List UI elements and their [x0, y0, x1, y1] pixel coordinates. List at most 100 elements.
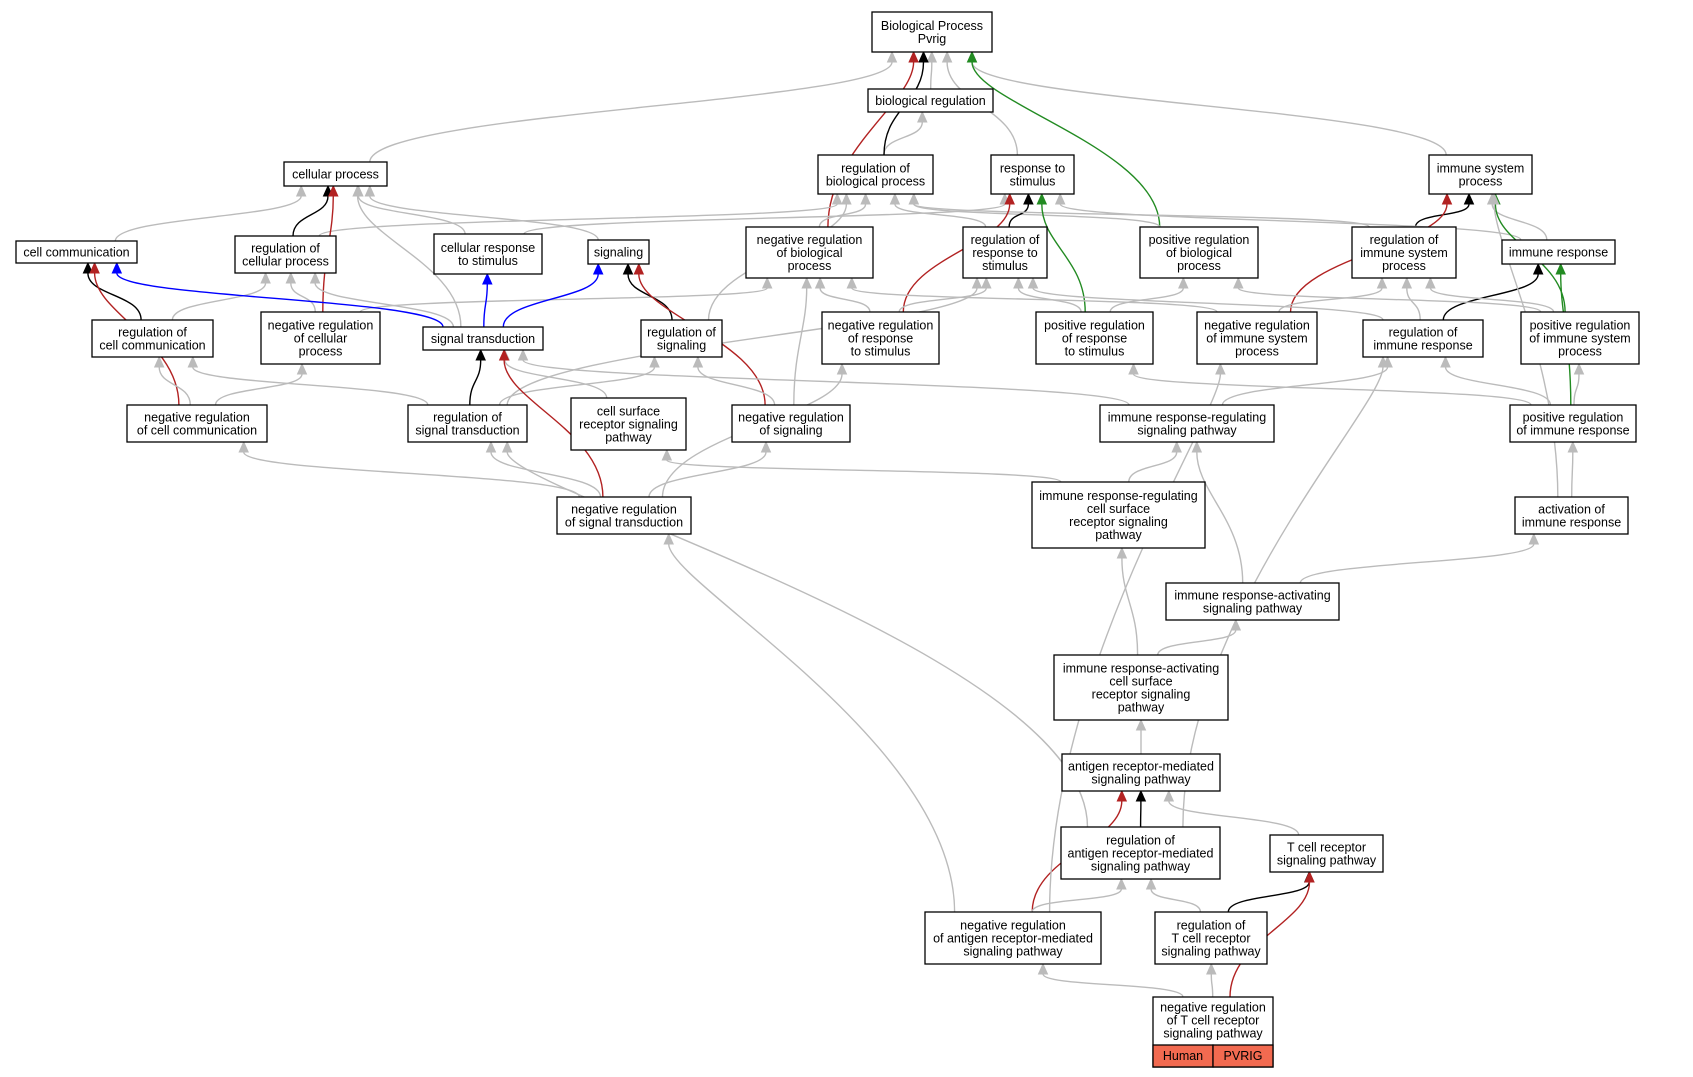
- arrowhead: [1532, 262, 1544, 275]
- term-label-line: response to: [972, 246, 1037, 260]
- edge-is-a-immune-response-regulating-signaling-pathway--signal-transduction: [517, 348, 1130, 406]
- term-node-biological-regulation[interactable]: biological regulation: [867, 88, 994, 113]
- edge-line: [883, 121, 923, 156]
- term-label-line: negative regulation: [1204, 319, 1310, 333]
- term-node-signaling[interactable]: signaling: [587, 239, 650, 265]
- term-box: [1053, 654, 1229, 721]
- term-label-line: receptor signaling: [1092, 688, 1191, 702]
- annotation-tag-label: Human: [1163, 1049, 1203, 1063]
- term-label-line: immune response: [1522, 516, 1621, 530]
- arrowhead: [886, 50, 898, 63]
- term-label-line: signaling pathway: [1277, 854, 1377, 868]
- arrowhead: [1023, 192, 1034, 205]
- term-node-cell-communication[interactable]: cell communication: [15, 240, 138, 264]
- term-label-line: signaling pathway: [1163, 1027, 1263, 1041]
- annotation-tag-human: Human: [1152, 1044, 1214, 1068]
- arrowhead: [917, 110, 928, 123]
- arrowhead: [633, 262, 645, 275]
- edge-line: [523, 203, 1006, 235]
- edge-is-a-immune-response--response-to-stimulus: [1054, 192, 1522, 241]
- edge-line: [930, 61, 933, 90]
- term-label-line: immune response: [1373, 339, 1472, 353]
- term-label-line: immune response-activating: [1174, 589, 1330, 603]
- term-box: [1060, 826, 1221, 880]
- edge-line: [697, 366, 776, 406]
- edge-line: [243, 451, 580, 498]
- edge-line: [506, 287, 978, 406]
- arrowhead: [111, 261, 123, 274]
- term-label-line: regulation of: [841, 162, 910, 176]
- arrowhead: [1013, 276, 1024, 289]
- arrowhead: [1567, 440, 1579, 453]
- term-node-cellular-process[interactable]: cellular process: [283, 161, 388, 187]
- arrowhead: [260, 271, 271, 284]
- arrowhead: [89, 261, 100, 274]
- term-box: [1501, 239, 1616, 265]
- term-label-line: T cell receptor: [1172, 932, 1251, 946]
- edge-line: [1059, 203, 1522, 241]
- edge-positively-regulates-positive-regulation-of-biological-process--bp: [966, 50, 1161, 228]
- arrowhead: [1191, 440, 1203, 453]
- term-label-line: of biological: [776, 246, 842, 260]
- term-node-signal-transduction[interactable]: signal transduction: [422, 326, 544, 351]
- edge-line: [483, 283, 488, 328]
- edge-line: [1042, 973, 1184, 998]
- term-label-line: regulation of: [1370, 233, 1439, 247]
- term-label-line: process: [1382, 259, 1426, 273]
- edge-line: [851, 287, 1218, 313]
- edge-line: [490, 451, 602, 498]
- edge-line: [1048, 373, 1222, 913]
- edge-is-a-negative-regulation-of-response-to-stimulus--regulation-of-response-to-stimulus: [898, 276, 992, 313]
- edge-is-a-activation-of-immune-response--positive-regulation-of-immune-response: [1567, 440, 1579, 498]
- edge-is-a-regulation-of-immune-response--regulation-of-response-to-stimulus: [1027, 276, 1384, 321]
- arrowhead: [1027, 276, 1039, 289]
- term-box: [962, 226, 1048, 279]
- term-label-line: process: [1459, 175, 1503, 189]
- edge-is-a-antigen-receptor-mediated-signaling-pathway--immune-response-activating-cell-surface-receptor-signaling-pathway: [1135, 718, 1147, 755]
- term-label-line: of antigen receptor-mediated: [933, 932, 1093, 946]
- arrowhead: [285, 271, 297, 284]
- arrowhead: [981, 276, 992, 289]
- edge-is-a-positive-regulation-of-immune-system-process--regulation-of-immune-system-process: [1425, 276, 1555, 313]
- term-label-line: response to: [1000, 162, 1065, 176]
- arrowhead: [296, 362, 308, 375]
- term-node-immune-response[interactable]: immune response: [1501, 239, 1616, 265]
- edge-line: [1196, 451, 1244, 584]
- term-label-line: immune system: [1360, 246, 1448, 260]
- term-box: [1362, 319, 1484, 358]
